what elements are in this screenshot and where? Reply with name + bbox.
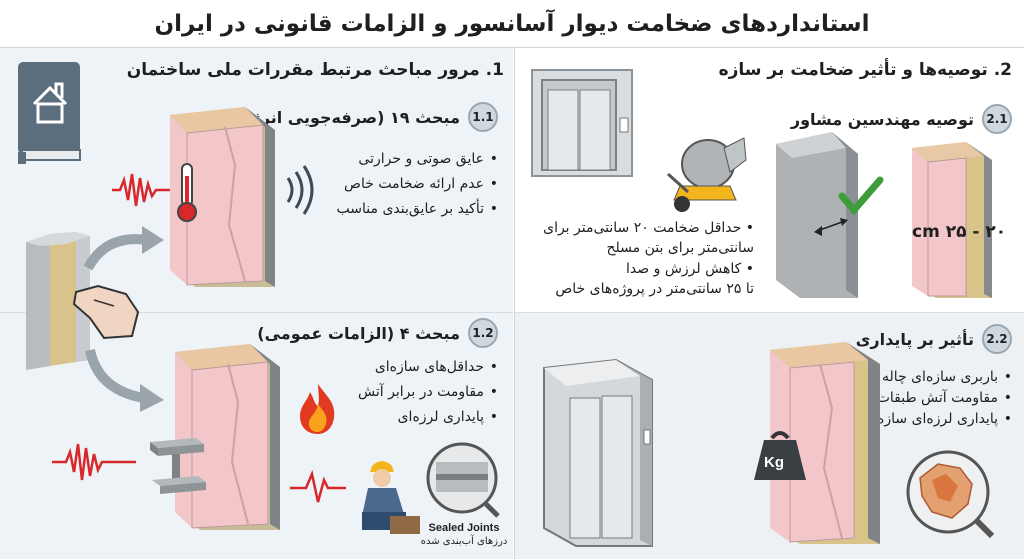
list-item: عدم ارائه ضخامت خاص (337, 175, 498, 194)
list-item: مقاومت آتش طبقات (877, 389, 1013, 408)
list-item: مقاومت در برابر آتش (358, 383, 498, 402)
page-title: استانداردهای ضخامت دیوار آسانسور و الزام… (154, 10, 870, 37)
loaded-wall-illustration (770, 342, 880, 544)
engineers-badge: 2.1 (982, 104, 1012, 134)
vibration-wave-icon (52, 443, 136, 481)
engineers-line: تا ۲۵ سانتی‌متر در پروژه‌های خاص (555, 280, 754, 297)
hand-icon (72, 284, 140, 340)
list-item: پایداری لرزه‌ای سازه (877, 410, 1012, 429)
list-item: پایداری لرزه‌ای (358, 408, 498, 427)
sealed-joints-caption: Sealed Joints درزهای آب‌بندی شده (418, 521, 510, 548)
impact-title: تأثیر بر پایداری (855, 329, 974, 349)
topic-4-list: حداقل‌های سازه‌ای مقاومت در برابر آتش پا… (358, 358, 498, 433)
sealed-joints-fa: درزهای آب‌بندی شده (420, 536, 508, 548)
engineers-notes: • حداقل ضخامت ۲۰ سانتی‌متر برای سانتی‌مت… (543, 218, 754, 299)
arrow-icon (83, 226, 164, 271)
title-bar: استانداردهای ضخامت دیوار آسانسور و الزام… (0, 0, 1024, 48)
engineers-line: • حداقل ضخامت ۲۰ سانتی‌متر برای (543, 220, 754, 236)
weight-icon (754, 431, 806, 480)
list-item: حداقل‌های سازه‌ای (358, 358, 498, 377)
engineers-heading: 2.1 توصیه مهندسین مشاور (791, 104, 1012, 134)
topic-19-title: مبحث ۱۹ (صرفه‌جویی انرژی) (229, 107, 460, 127)
engineers-line: سانتی‌متر برای بتن مسلح (606, 240, 755, 257)
sealed-joints-en: Sealed Joints (428, 522, 500, 534)
fire-icon (300, 384, 335, 434)
vibration-wave-icon (112, 173, 170, 207)
concrete-wall-illustration (776, 132, 858, 298)
elevator-icon (531, 69, 633, 177)
thickness-label: ۲۰ - ۲۵ cm (912, 222, 1007, 242)
magnifier-icon (426, 442, 500, 518)
worker-icon (362, 461, 420, 534)
topic-4-badge: 1.2 (468, 318, 498, 348)
topic-19-heading: 1.1 مبحث ۱۹ (صرفه‌جویی انرژی) (230, 102, 498, 132)
list-item: تأکید بر عایق‌بندی مناسب (337, 200, 499, 219)
impact-heading: 2.2 تأثیر بر پایداری (856, 324, 1012, 354)
thin-insulated-wall-illustration (912, 142, 992, 298)
section-2-heading: 2. توصیه‌ها و تأثیر ضخامت بر سازه (718, 60, 1012, 80)
thermometer-icon (177, 163, 197, 222)
book-house-icon (18, 62, 81, 164)
arrow-icon (85, 348, 164, 412)
elevator-cabin-illustration (543, 358, 653, 547)
iran-map-icon (906, 450, 995, 539)
wall-section-illustration (26, 232, 90, 370)
engineers-line: • کاهش لرزش و صدا (626, 260, 754, 277)
vibration-wave-icon (290, 469, 346, 503)
check-icon (838, 176, 884, 216)
topic-19-list: عایق صوتی و حرارتی عدم ارائه ضخامت خاص ت… (337, 150, 499, 225)
impact-list: باربری سازه‌ای چاله مقاومت آتش طبقات پای… (877, 368, 1013, 431)
topic-19-badge: 1.1 (468, 102, 498, 132)
list-item: عایق صوتی و حرارتی (337, 150, 498, 169)
section-1-heading: 1. مرور مباحث مرتبط مقررات ملی ساختمان (126, 60, 504, 80)
list-item: باربری سازه‌ای چاله (877, 368, 1012, 387)
topic-4-title: مبحث ۴ (الزامات عمومی) (257, 323, 460, 343)
sound-waves-icon (286, 165, 314, 215)
impact-badge: 2.2 (982, 324, 1012, 354)
engineers-title: توصیه مهندسین مشاور (790, 109, 974, 129)
topic-4-heading: 1.2 مبحث ۴ (الزامات عمومی) (257, 318, 498, 348)
steel-beam-icon (150, 438, 206, 494)
concrete-mixer-icon (666, 137, 747, 212)
weight-label: Kg (764, 454, 784, 471)
insulated-wall-illustration-1 (170, 107, 275, 287)
